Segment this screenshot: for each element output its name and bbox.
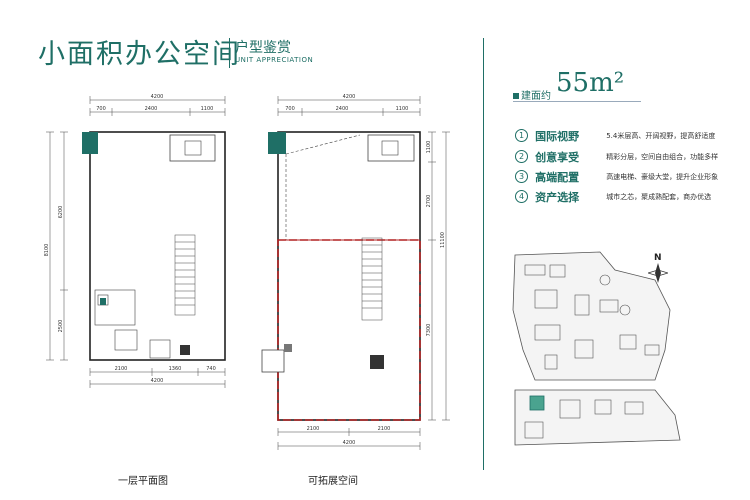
dimension-right [428, 131, 450, 421]
dim-label: 2700 [426, 195, 432, 208]
dim-label: 4200 [343, 94, 356, 100]
dim-label: 1100 [201, 106, 214, 112]
feature-desc: 精彩分层，空间自由组合，功能多样 [606, 152, 719, 161]
expandable-area-outline [277, 239, 421, 421]
dim-label: 2100 [307, 426, 320, 432]
feature-title: 资产选择 [535, 190, 580, 204]
void-line [285, 134, 361, 155]
dim-label: 2400 [336, 106, 349, 112]
dim-label: 11100 [440, 232, 446, 248]
feature-number: 3 [515, 170, 528, 183]
equipment-block [180, 345, 190, 355]
site-boundary [512, 251, 671, 381]
floor-plan-mezzanine: 4200 700 2400 1100 1100 2700 11100 7300 [261, 94, 450, 450]
feature-number: 2 [515, 150, 528, 163]
feature-item: 1 国际视野 5.4米层高、开阔视野，提高舒适度 [515, 125, 715, 144]
dim-label: 700 [96, 106, 106, 112]
feature-number: 4 [515, 190, 528, 203]
project-highlight [529, 395, 545, 411]
feature-number: 1 [515, 129, 528, 142]
side-unit [261, 349, 285, 373]
dimension-left [46, 131, 68, 361]
feature-title: 创意享受 [535, 150, 580, 164]
dim-label: 6200 [58, 206, 64, 219]
feature-item: 3 高端配置 高速电梯、豪级大堂，提升企业形象 [515, 166, 718, 185]
dim-label: 2400 [145, 106, 158, 112]
feature-title: 高端配置 [535, 170, 580, 184]
sink-icon [100, 298, 106, 305]
plan-caption-ground: 一层平面图 [118, 476, 168, 487]
north-label: N [654, 253, 662, 263]
area-marker-icon [513, 93, 519, 99]
dimension-top [277, 96, 421, 116]
dim-label: 4200 [343, 440, 356, 446]
dim-label: 1360 [169, 366, 182, 372]
column-marker [268, 132, 286, 154]
walls [277, 131, 421, 421]
dim-label: 2100 [115, 366, 128, 372]
feature-title: 国际视野 [535, 129, 580, 143]
buildings-lower [524, 399, 644, 439]
dim-label: 4200 [151, 94, 164, 100]
dim-label: 8100 [44, 244, 50, 257]
feature-desc: 高速电梯、豪级大堂，提升企业形象 [606, 172, 719, 181]
staircase [361, 237, 383, 321]
feature-item: 2 创意享受 精彩分层，空间自由组合，功能多样 [515, 146, 718, 165]
site-boundary-lower [514, 389, 681, 446]
plan-caption-expandable: 可拓展空间 [308, 476, 358, 487]
dim-label: 2100 [378, 426, 391, 432]
dimension-top [89, 96, 226, 116]
title-divider [229, 38, 230, 68]
equipment-block [284, 344, 292, 352]
feature-item: 4 资产选择 城市之芯，聚成熟配套，商办优选 [515, 186, 711, 205]
area-underline [513, 101, 641, 102]
bathroom [94, 289, 171, 359]
buildings [524, 264, 660, 370]
section-divider [483, 38, 484, 470]
feature-desc: 城市之芯，聚成熟配套，商办优选 [606, 192, 712, 201]
page-title: 小面积办公空间 [38, 39, 241, 70]
dim-label: 1100 [396, 106, 409, 112]
walls [89, 131, 226, 361]
page-subtitle-english: UNIT APPRECIATION [235, 56, 314, 64]
ac-unit [381, 140, 399, 156]
area-label-text: 建面约 [521, 91, 551, 102]
dimension-bottom [89, 368, 226, 388]
balcony [367, 134, 415, 162]
balcony [169, 134, 216, 162]
page-subtitle: 户型鉴赏 [235, 40, 291, 56]
area-value: 55m² [556, 68, 625, 98]
dim-label: 740 [206, 366, 216, 372]
column-marker [82, 132, 98, 154]
site-map [512, 251, 681, 446]
compass-icon [648, 263, 668, 283]
dim-label: 1100 [426, 141, 432, 154]
feature-desc: 5.4米层高、开阔视野，提高舒适度 [606, 131, 716, 140]
staircase [174, 234, 196, 316]
floor-plan-ground: 4200 700 2400 1100 8100 6200 2500 [44, 94, 226, 388]
dim-label: 7300 [426, 324, 432, 337]
dim-label: 700 [285, 106, 295, 112]
area-label: 建面约 [513, 87, 551, 102]
dim-label: 2500 [58, 320, 64, 333]
ac-unit [184, 140, 202, 156]
equipment-block [370, 355, 384, 369]
dimension-bottom [277, 428, 421, 450]
dim-label: 4200 [151, 378, 164, 384]
